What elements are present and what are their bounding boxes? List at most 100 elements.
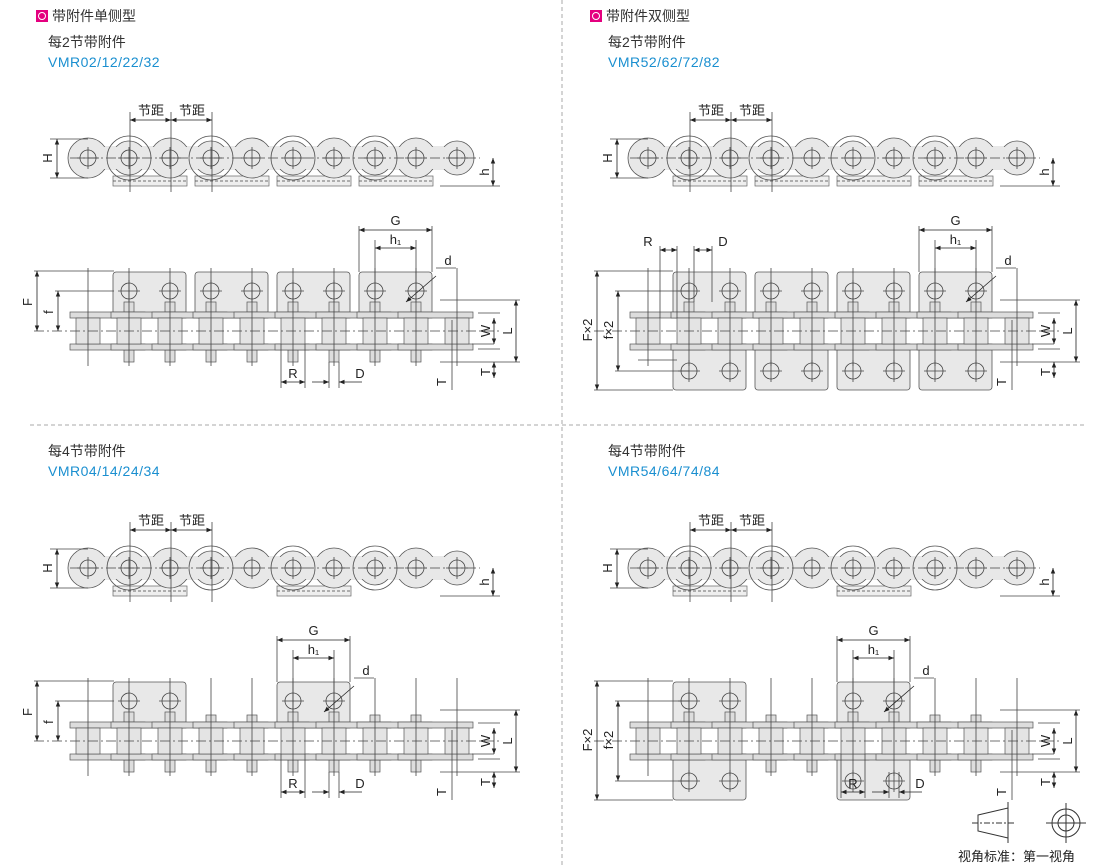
model-code: VMR04/14/24/34 (48, 463, 161, 479)
dim-label-h: h (1037, 578, 1052, 585)
dim-label-f: f (41, 720, 56, 724)
dim-label-T: T (1038, 368, 1053, 376)
dim-label-T: T (994, 788, 1009, 796)
dim-label-T: T (994, 378, 1009, 386)
dim-label-G: G (950, 213, 960, 228)
dim-label-h1: h₁ (950, 232, 962, 247)
attachment-plate (918, 343, 993, 391)
outer-plate (957, 721, 1034, 729)
dim-label-T: T (434, 788, 449, 796)
dim-label-T: T (478, 778, 493, 786)
dim-label-d: d (362, 663, 369, 678)
leader-line (405, 275, 437, 303)
dim-label-D: D (355, 776, 364, 791)
model-code: VMR54/64/74/84 (608, 463, 721, 479)
dim-label-h1: h₁ (390, 232, 402, 247)
dim-label-G: G (308, 623, 318, 638)
dim-label-pitch: 节距 (698, 103, 724, 118)
model-code: VMR52/62/72/82 (608, 54, 721, 70)
dim-label-d: d (444, 253, 451, 268)
dim-label-L: L (500, 327, 515, 334)
dim-label-H: H (600, 563, 615, 572)
dim-label-pitch: 节距 (179, 103, 205, 118)
outer-plate (957, 343, 1034, 351)
dim-label-G: G (390, 213, 400, 228)
side-view: 节距节距 Hh (40, 513, 500, 602)
dim-label-F: F (20, 298, 35, 306)
dim-label-f2: f×2 (601, 321, 616, 339)
dim-label-L: L (500, 737, 515, 744)
dim-label-R: R (288, 366, 297, 381)
dim-label-d: d (1004, 253, 1011, 268)
dim-label-W: W (1038, 734, 1053, 747)
attachment-plate (672, 343, 747, 391)
dim-label-h1: h₁ (868, 642, 880, 657)
dim-label-R: R (848, 776, 857, 791)
dim-label-pitch: 节距 (138, 513, 164, 528)
dim-label-pitch: 节距 (739, 103, 765, 118)
outer-plate (397, 311, 474, 319)
dim-label-h: h (477, 578, 492, 585)
side-view: 节距节距 Hh (40, 103, 500, 192)
dim-label-H: H (40, 563, 55, 572)
dim-label-T: T (1038, 778, 1053, 786)
leader-line (965, 275, 997, 303)
dim-label-h1: h₁ (308, 642, 320, 657)
dim-label-T: T (434, 378, 449, 386)
outer-plate (397, 343, 474, 351)
outer-plate (397, 721, 474, 729)
dim-label-pitch: 节距 (179, 513, 205, 528)
dim-label-F2: F×2 (580, 729, 595, 752)
view-standard-label: 视角标准：第一视角 (958, 849, 1076, 864)
dim-label-H: H (40, 153, 55, 162)
dim-label-R: R (643, 234, 652, 249)
leader-line (883, 685, 915, 713)
view-standard-symbol (972, 802, 1086, 843)
panel-subtitle: 每4节带附件 (48, 443, 126, 459)
dim-label-W: W (478, 734, 493, 747)
dim-label-D: D (355, 366, 364, 381)
side-view: 节距节距Hh (600, 103, 1060, 192)
attachment-plate (754, 343, 829, 391)
dim-label-pitch: 节距 (739, 513, 765, 528)
panel-subtitle: 每2节带附件 (48, 34, 126, 50)
dim-label-F: F (20, 708, 35, 716)
dim-label-d: d (922, 663, 929, 678)
section-marker-icon (590, 10, 602, 22)
dim-label-D: D (915, 776, 924, 791)
dim-label-f: f (41, 310, 56, 314)
dim-label-L: L (1060, 737, 1075, 744)
dim-label-W: W (1038, 324, 1053, 337)
leader-line (323, 685, 355, 713)
dim-label-L: L (1060, 327, 1075, 334)
side-view: 节距节距 Hh (600, 513, 1060, 602)
dim-label-R: R (288, 776, 297, 791)
outer-plate (957, 753, 1034, 761)
attachment-plate (672, 753, 747, 801)
dim-label-G: G (868, 623, 878, 638)
outer-plate (957, 311, 1034, 319)
model-code: VMR02/12/22/32 (48, 54, 161, 70)
dim-label-h: h (477, 168, 492, 175)
panel-subtitle: 每2节带附件 (608, 34, 686, 50)
dim-label-pitch: 节距 (698, 513, 724, 528)
dim-label-D: D (718, 234, 727, 249)
panel-subtitle: 每4节带附件 (608, 443, 686, 459)
dim-label-T: T (478, 368, 493, 376)
panel-title-single: 带附件单侧型 (52, 8, 136, 24)
dim-label-F2: F×2 (580, 319, 595, 342)
dim-label-W: W (478, 324, 493, 337)
panel-title-double: 带附件双侧型 (606, 8, 690, 24)
outer-plate (397, 753, 474, 761)
dim-label-f2: f×2 (601, 731, 616, 749)
dim-label-pitch: 节距 (138, 103, 164, 118)
dim-label-h: h (1037, 168, 1052, 175)
